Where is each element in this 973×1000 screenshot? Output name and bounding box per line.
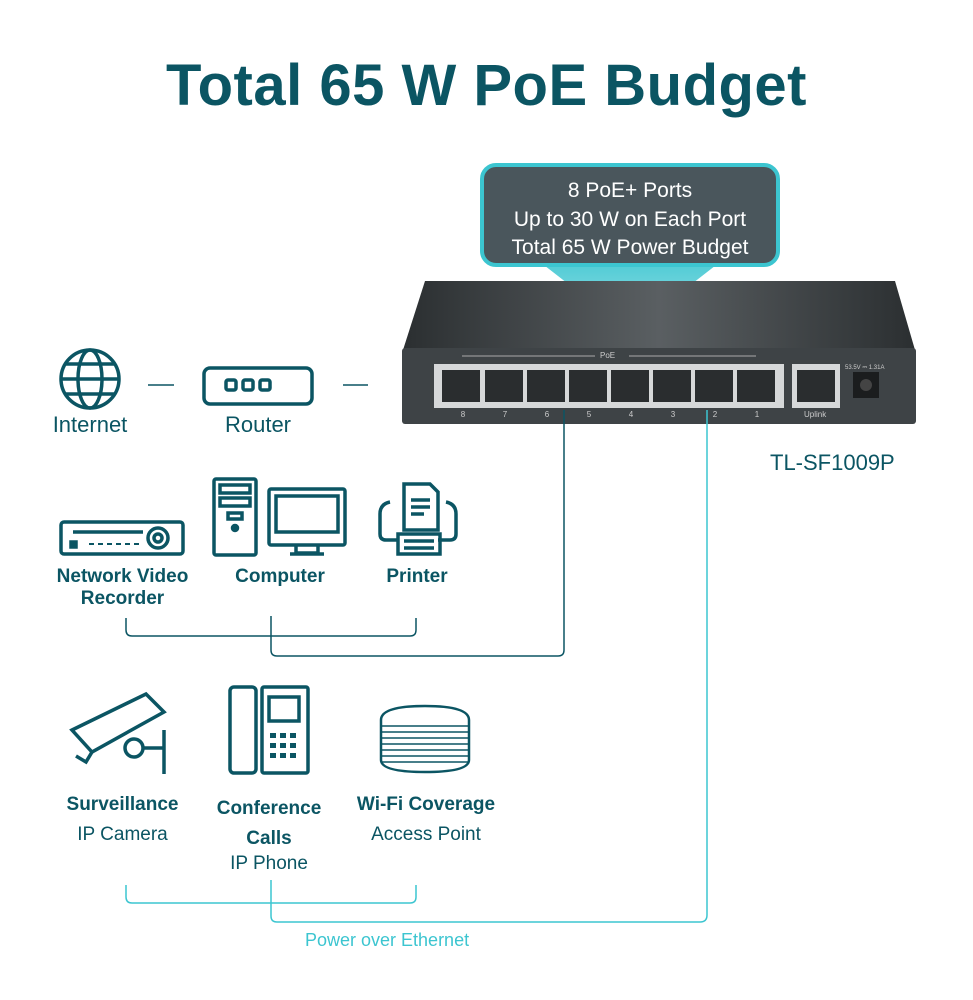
port-number: 7	[502, 410, 508, 419]
callout-line: 8 PoE+ Ports	[567, 179, 693, 202]
uplink-label: Uplink	[804, 410, 827, 419]
poe-caption: Power over Ethernet	[305, 930, 470, 950]
callout-box: 8 PoE+ Ports Up to 30 W on Each Port Tot…	[480, 163, 780, 267]
printer-icon	[378, 482, 458, 556]
globe-icon	[59, 348, 121, 410]
page-title: Total 65 W PoE Budget	[166, 53, 807, 118]
router-label: Router	[224, 412, 292, 437]
phone-subtitle: IP Phone	[230, 853, 308, 874]
camera-subtitle: IP Camera	[77, 824, 168, 845]
phone-title: Conference Calls	[216, 798, 322, 849]
port-number: 4	[628, 410, 634, 419]
port-number: 1	[754, 410, 760, 419]
port-numbers: 8 7 6 5 4 3 2 1	[442, 410, 778, 419]
camera-title: Surveillance	[66, 794, 179, 815]
model-name: TL-SF1009P	[770, 450, 895, 475]
ap-title: Wi-Fi Coverage	[356, 794, 496, 815]
ap-subtitle: Access Point	[371, 824, 481, 845]
poe-port-label: PoE	[600, 351, 616, 360]
port-number: 3	[670, 410, 676, 419]
nvr-label: Network Video Recorder	[56, 566, 189, 609]
printer-label: Printer	[386, 566, 448, 587]
port-number: 6	[544, 410, 550, 419]
callout-line: Up to 30 W on Each Port	[513, 207, 747, 231]
router-icon	[202, 366, 314, 406]
computer-icon	[212, 477, 347, 557]
access-point-icon	[379, 704, 471, 774]
computer-label: Computer	[235, 566, 325, 587]
callout-line: Total 65 W Power Budget	[511, 236, 749, 259]
port-number: 2	[712, 410, 718, 419]
internet-label: Internet	[52, 412, 128, 437]
ip-phone-icon	[228, 685, 310, 775]
camera-icon	[69, 691, 167, 774]
port-number: 5	[586, 410, 592, 419]
port-number: 8	[460, 410, 466, 419]
power-rating: 53.5V ⎓ 1.31A	[845, 365, 885, 371]
nvr-icon	[59, 520, 185, 556]
